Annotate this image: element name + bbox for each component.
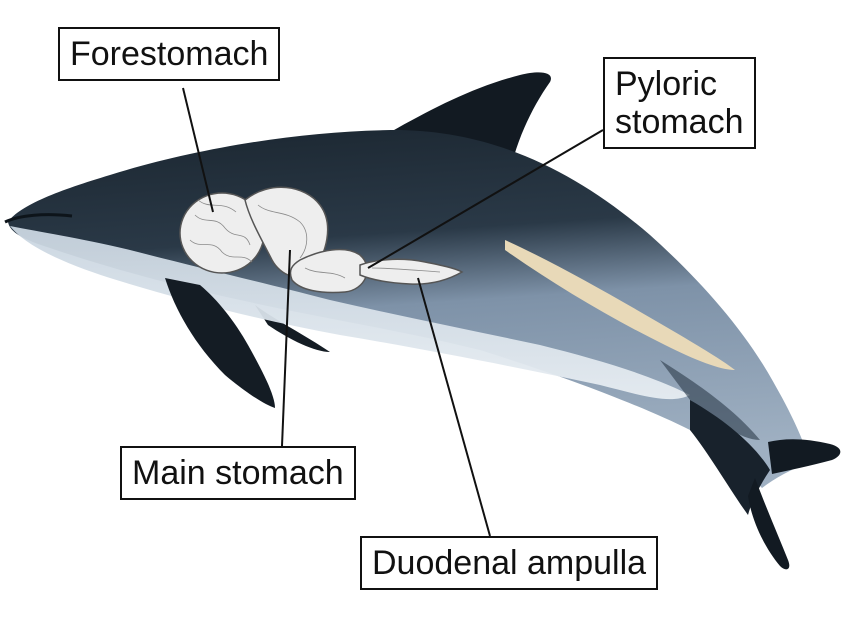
forestomach-text: Forestomach	[70, 35, 269, 73]
stomach-texture	[189, 199, 441, 279]
tail-stock	[690, 400, 770, 515]
main-stomach-label: Main stomach	[120, 446, 356, 500]
pyloric-text-line2: stomach	[615, 103, 744, 141]
cream-stripe	[505, 240, 735, 370]
pyloric-stomach-organ	[289, 248, 368, 294]
duodenal-ampulla-organ	[359, 258, 464, 285]
pectoral-fin-front	[165, 278, 275, 408]
leader-pyloric	[367, 129, 604, 269]
tail-fluke-upper	[768, 439, 841, 474]
pyloric-text-line1: Pyloric	[615, 65, 718, 103]
forestomach-label: Forestomach	[58, 27, 281, 81]
pectoral-fin-back	[255, 305, 330, 352]
dolphin-body	[8, 130, 810, 488]
leader-duodenal	[417, 277, 491, 537]
leader-main-stomach	[281, 249, 291, 447]
pyloric-stomach-label: Pyloric stomach	[603, 57, 756, 149]
tail-fluke-lower	[748, 478, 790, 570]
leader-forestomach	[182, 87, 214, 213]
dolphin-belly	[10, 226, 690, 400]
snout	[4, 213, 73, 224]
main-stomach-text: Main stomach	[132, 454, 344, 492]
stomach-organs	[179, 186, 464, 294]
duodenal-ampulla-text: Duodenal ampulla	[372, 544, 647, 582]
leader-lines	[182, 87, 604, 537]
flank-streak	[660, 360, 760, 440]
duodenal-ampulla-label: Duodenal ampulla	[360, 536, 659, 590]
